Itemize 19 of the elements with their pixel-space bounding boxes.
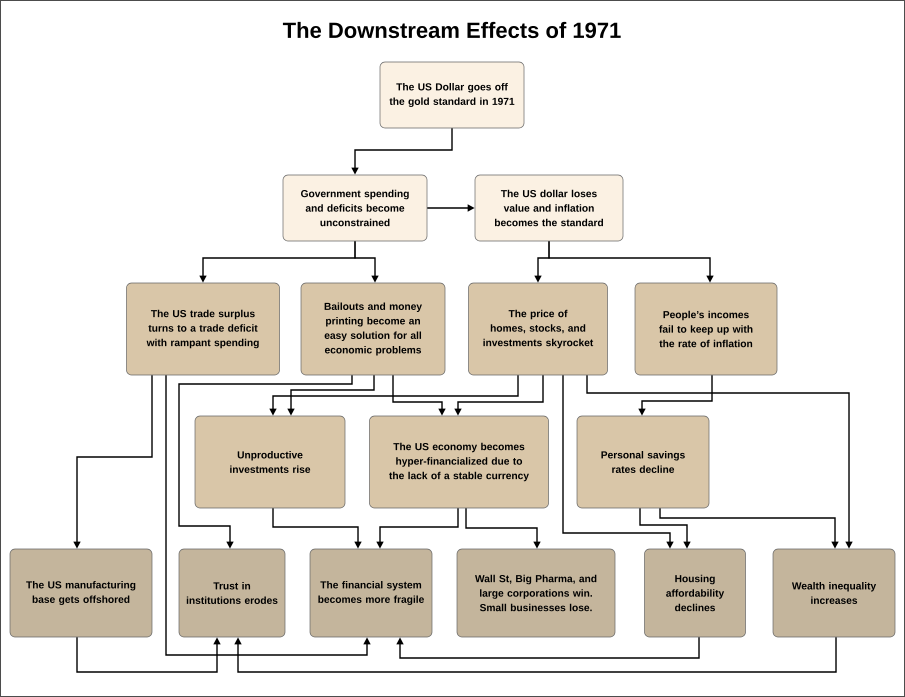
arrow [396,637,700,659]
process-box: The US trade surplus turns to a trade deficit with rampant spending [126,282,280,376]
process-box: Wealth inequality increases [772,548,896,638]
process-box: Bailouts and money printing become an easy solution for all economic problems [300,282,446,376]
process-box: Government spending and deficits become unconstrained [282,174,428,242]
process-box: Personal savings rates decline [576,416,710,508]
process-box: Housing affordability declines [644,548,746,638]
title: The Downstream Effects of 1971 [282,22,621,38]
process-box: Unproductive investments rise [194,416,346,508]
process-box: Trust in institutions erodes [178,548,286,638]
arrow [234,637,837,673]
process-box: The financial system becomes more fragile [310,548,432,638]
process-box: The price of homes, stocks, and investments skyrocket [468,282,608,376]
process-box: People’s incomes fail to keep up with the rate of inflation [634,282,778,376]
process-box: The US manufacturing base gets offshored [10,548,152,638]
process-box: The US Dollar goes off the gold standard in 1971 [380,62,524,128]
process-box: The US economy becomes hyper-financialized due to the lack of a stable currency [369,416,549,508]
process-box: The US dollar loses value and inflation becomes the standard [474,174,624,242]
process-box: Wall St, Big Pharma, and large corporations win. Small businesses lose. [456,548,616,638]
